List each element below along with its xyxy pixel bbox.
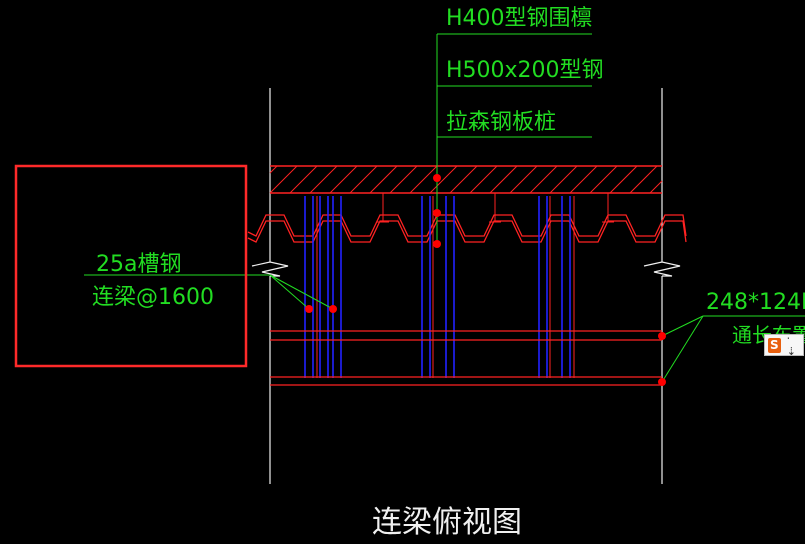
label-larssen-pile: 拉森钢板桩 (446, 110, 556, 135)
sheet-pile-profile (247, 214, 687, 243)
label-channel-steel: 25a槽钢 (96, 252, 181, 277)
label-h400-wale: H400型钢围檩 (446, 6, 593, 31)
ime-toolbar[interactable]: S ⋅ ⇣ (764, 332, 804, 358)
leader-lines (84, 33, 805, 383)
blue-beams (304, 196, 575, 378)
label-h248-beam: 248*124H (706, 290, 805, 315)
tie-beams (270, 330, 662, 386)
label-tie-beam-spacing: 连梁@1600 (92, 285, 214, 310)
label-h500-steel: H500x200型钢 (446, 58, 604, 83)
wale-hatch-band (269, 165, 663, 223)
break-mark-left (251, 261, 289, 277)
marker-dots (305, 174, 666, 386)
highlight-box[interactable] (14, 164, 248, 368)
ime-options-icon[interactable]: ⋅ ⇣ (786, 332, 797, 358)
break-mark-right (643, 261, 681, 277)
drawing-title: 连梁俯视图 (372, 505, 522, 540)
sogou-icon[interactable]: S (768, 337, 781, 353)
